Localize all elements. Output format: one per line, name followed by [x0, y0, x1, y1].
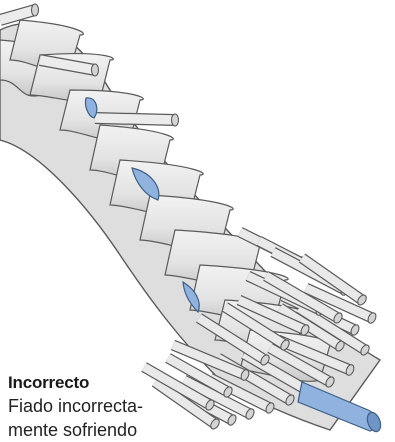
caption-body-line-2: mente sofriendo [8, 418, 178, 442]
loose-fiber [95, 118, 175, 120]
caption: Incorrecto Fiado incorrecta- mente sofri… [8, 372, 178, 442]
caption-body-line-1: Fiado incorrecta- [8, 394, 178, 418]
loose-fiber [0, 10, 35, 20]
loose-fiber-end [32, 4, 39, 16]
rope-strands [0, 20, 333, 381]
loose-fiber-end [92, 64, 99, 76]
loose-fiber-end [172, 114, 179, 126]
caption-title: Incorrecto [8, 372, 178, 394]
